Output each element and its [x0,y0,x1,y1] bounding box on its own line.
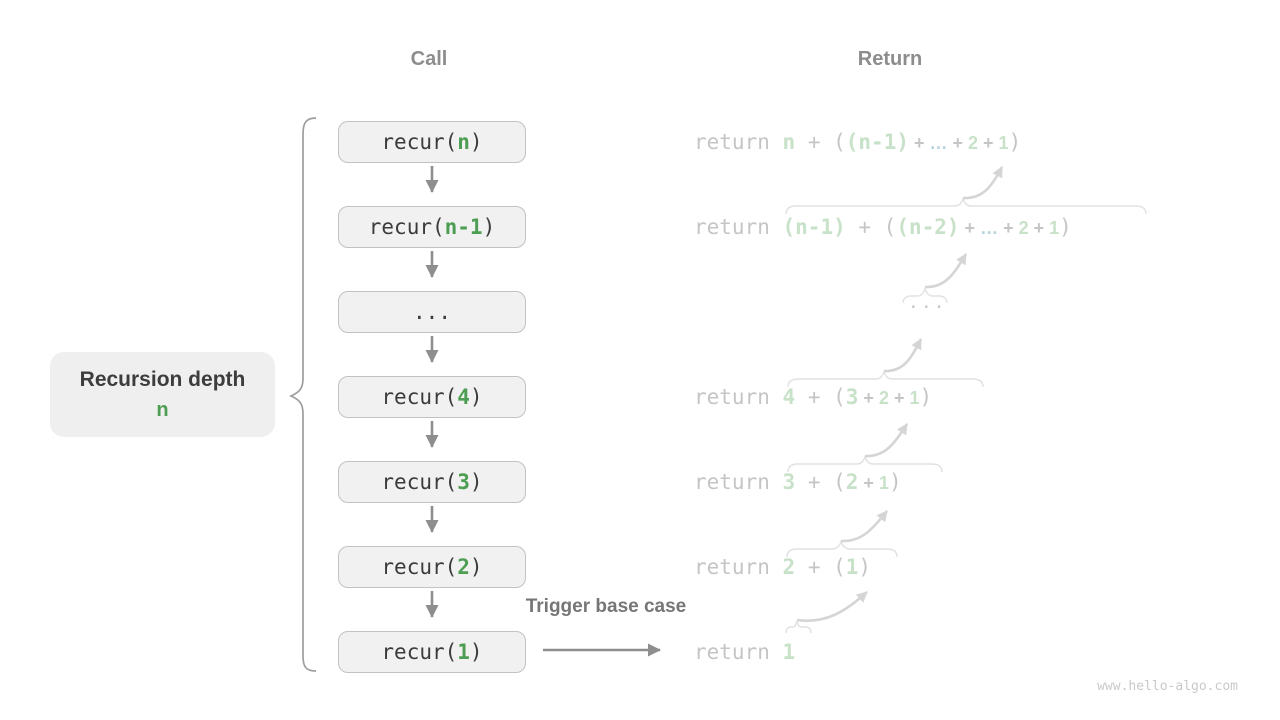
code-token: 2 [1018,218,1029,238]
code-token: return [694,130,783,154]
return-expr-n-1: return (n-1) + ((n-2) + … + 2 + 1) [694,212,1072,242]
code-token: 1 [1049,218,1060,238]
return-expr-4: return 4 + (3 + 2 + 1) [694,382,932,412]
code-token: ( [833,130,846,154]
code-token: return [694,640,783,664]
code-token: + [795,555,834,579]
code-token: 2 [782,555,796,579]
code-token: n [782,130,796,154]
overbrace-line7-icon [785,620,812,634]
return-ellipsis: ... [908,292,947,313]
return-column-header: Return [857,48,923,70]
code-token: ) [919,385,933,409]
code-token: (n-1) [845,130,909,154]
code-token: 2 [878,388,889,408]
call-box-recur-n: recur(n) [338,121,526,163]
return-expr-3: return 3 + (2 + 1) [694,467,902,497]
code-token: 4 [457,385,470,409]
code-token: n [457,130,470,154]
code-token: + [959,218,981,238]
code-token: 3 [457,470,470,494]
code-token: ) [469,385,483,409]
code-token: + [795,130,834,154]
code-token: … [980,218,999,238]
return-expr-n: return n + ((n-1) + … + 2 + 1) [694,127,1021,157]
watermark: www.hello-algo.com [1097,679,1238,694]
code-token: recur( [381,640,458,664]
return-expr-1: return 1 [694,637,795,667]
recursion-depth-brace-icon [288,117,317,672]
code-token: 1 [998,133,1009,153]
code-token: recur( [368,215,445,239]
code-token: ) [469,470,483,494]
code-token: 1 [909,388,920,408]
code-token: n-1 [444,215,483,239]
code-token: ( [833,470,846,494]
code-token: ( [833,555,846,579]
code-token: + [845,215,884,239]
code-token: + [978,133,999,153]
code-token: ... [413,300,451,324]
code-token: ) [482,215,496,239]
code-token: … [929,133,948,153]
call-box-recur-4: recur(4) [338,376,526,418]
code-token: 1 [878,473,889,493]
code-token: + [1028,218,1050,238]
code-token: 2 [457,555,470,579]
return-arrow-5-icon [840,510,889,543]
code-token: ) [888,470,902,494]
code-token: ) [469,130,483,154]
code-token: + [858,473,879,493]
code-token: 4 [782,385,796,409]
code-token: + [858,388,879,408]
code-token: recur( [381,385,458,409]
code-token: 2 [845,470,859,494]
code-token: recur( [381,130,458,154]
code-token: ) [858,555,872,579]
code-token: ) [469,640,483,664]
code-token: ( [883,215,897,239]
call-column-header: Call [410,48,448,70]
return-arrow-1-icon [962,166,1004,200]
return-arrow-3-icon [883,338,923,373]
call-box-recur-1: recur(1) [338,631,526,673]
code-token: 3 [782,470,796,494]
code-token: recur( [381,470,458,494]
code-token: ) [469,555,483,579]
code-token: return [694,470,783,494]
return-arrow-6-icon [796,591,868,623]
code-token: 1 [457,640,470,664]
recursion-depth-value: n [156,398,169,421]
code-token: 1 [845,555,859,579]
code-token: 1 [782,640,796,664]
code-token: return [694,385,783,409]
return-expr-2: return 2 + (1) [694,552,871,582]
trigger-base-case-label: Trigger base case [525,596,687,617]
call-box-ellipsis: ... [338,291,526,333]
code-token: return [694,555,783,579]
code-token: recur( [381,555,458,579]
code-token: (n-1) [782,215,846,239]
call-box-recur-n-1: recur(n-1) [338,206,526,248]
code-token: + [998,218,1019,238]
code-token: ) [1059,215,1072,239]
recursion-depth-title: Recursion depth [79,367,246,391]
code-token: + [795,385,834,409]
code-token: 3 [845,385,859,409]
code-token: (n-2) [896,215,960,239]
recursion-depth-label: Recursion depth n [50,352,275,437]
code-token: return [694,215,783,239]
code-token: + [908,133,930,153]
code-token: + [888,388,910,408]
return-arrow-4-icon [864,423,909,458]
call-box-recur-2: recur(2) [338,546,526,588]
code-token: + [947,133,969,153]
code-token: ) [1008,130,1022,154]
code-token: ( [833,385,846,409]
code-token: + [795,470,834,494]
return-arrow-2-icon [924,253,968,289]
code-token: 2 [968,133,979,153]
call-box-recur-3: recur(3) [338,461,526,503]
